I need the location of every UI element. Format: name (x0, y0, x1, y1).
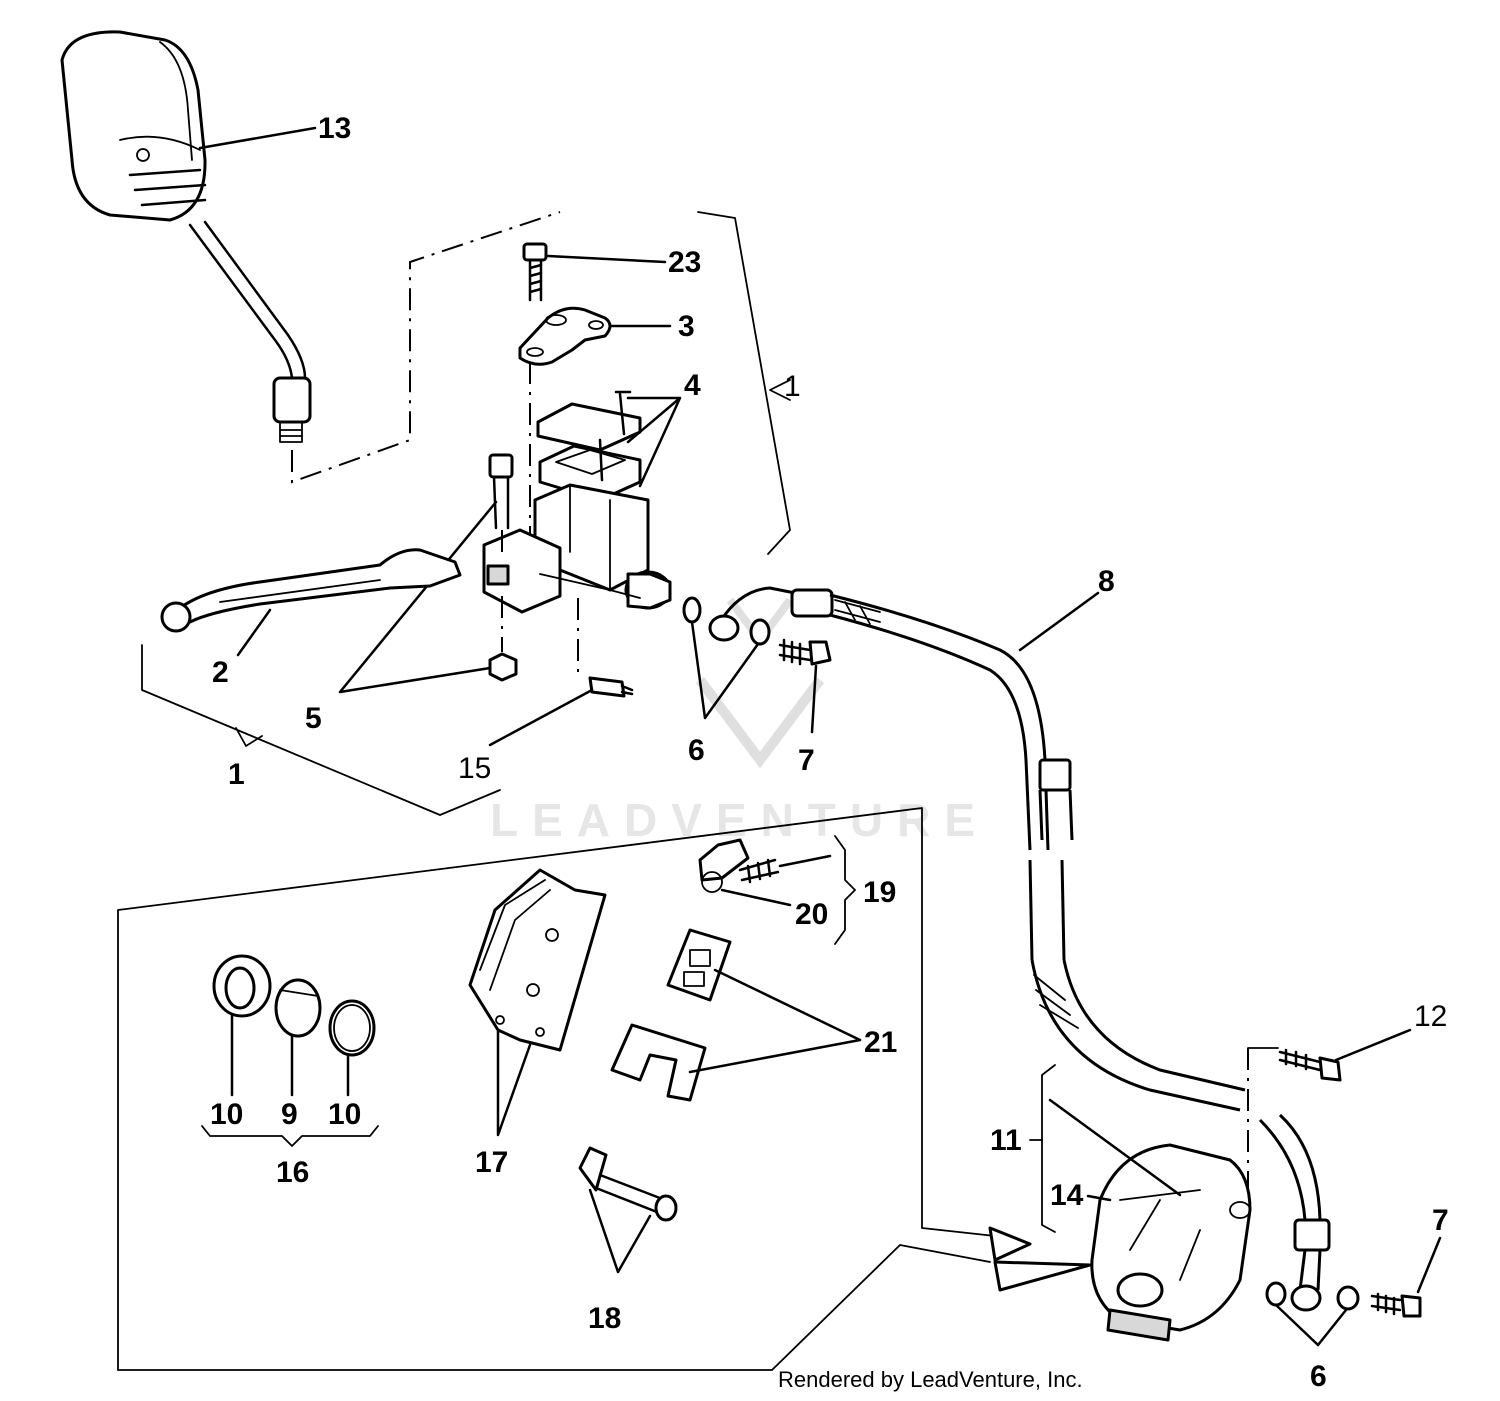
master-cylinder (482, 483, 672, 614)
watermark-text: LEADVENTURE (490, 794, 989, 846)
callout-1-left: 1 (228, 758, 245, 791)
pad-spring (666, 928, 732, 1002)
callout-7-bottom: 7 (1432, 1204, 1449, 1237)
callout-3: 3 (678, 310, 695, 343)
callout-6-top: 6 (688, 734, 705, 767)
bracket-16 (201, 1125, 379, 1147)
clamp-bolt (522, 242, 548, 302)
bracket-1-left (141, 644, 501, 816)
callout-2: 2 (212, 656, 229, 689)
leader-11 (1048, 1098, 1182, 1197)
bracket-1-left-tick (235, 727, 263, 747)
callout-8: 8 (1098, 565, 1115, 598)
upper-banjo-bolt (778, 638, 832, 666)
leader-5 (338, 500, 498, 694)
leaders-9-10 (230, 1012, 350, 1097)
leader-8 (1018, 591, 1100, 652)
callout-12: 12 (1414, 1000, 1447, 1033)
leader-2 (236, 608, 272, 657)
bracket-11 (1041, 1064, 1056, 1233)
leader-17 (496, 1028, 532, 1137)
leader-6-bottom (1274, 1303, 1348, 1347)
brake-pads (468, 868, 607, 1052)
lower-banjo-bolt (1370, 1292, 1422, 1318)
piston (274, 978, 322, 1038)
upper-banjo-fitting (708, 586, 834, 642)
brake-hose (829, 593, 1331, 1252)
callout-18: 18 (588, 1302, 621, 1335)
piston-seal-outer (212, 954, 272, 1018)
callout-14: 14 (1050, 1179, 1084, 1212)
brake-caliper (1090, 1143, 1252, 1342)
bracket-1-right (697, 211, 791, 555)
leader-6-top (690, 620, 760, 720)
callout-23: 23 (668, 246, 701, 279)
callout-10-left: 10 (210, 1098, 243, 1131)
leader-15 (488, 688, 594, 747)
leader-14 (1086, 1194, 1112, 1202)
frame-arrow-lower (993, 1260, 1092, 1292)
bleeder-valve (738, 858, 780, 884)
bleeder-cap (698, 838, 750, 893)
callout-15: 15 (458, 752, 491, 785)
callout-13: 13 (318, 112, 351, 145)
leader-21 (688, 968, 862, 1074)
callout-9: 9 (281, 1098, 298, 1131)
pad-pin (578, 1146, 678, 1222)
leader-12 (1334, 1028, 1412, 1062)
dust-seal (328, 999, 376, 1057)
leader-19 (778, 854, 832, 868)
caliper-kit-frame-bottom (117, 1244, 991, 1371)
render-credit: Rendered by LeadVenture, Inc. (778, 1367, 1083, 1392)
caliper-bolt (1278, 1048, 1342, 1082)
callout-10-right: 10 (328, 1098, 361, 1131)
brake-switch (588, 676, 634, 698)
leader-23 (546, 254, 667, 264)
lower-banjo-fitting (1290, 1249, 1322, 1312)
mirror (60, 30, 312, 443)
pad-retainer (610, 1023, 707, 1102)
reservoir-cap (536, 390, 642, 502)
callout-19: 19 (863, 876, 896, 909)
leader-20 (720, 888, 792, 907)
leader-18 (588, 1188, 652, 1274)
callout-1-right: 1 (784, 370, 801, 403)
callout-17: 17 (475, 1146, 508, 1179)
callout-4: 4 (684, 369, 701, 402)
pivot-nut (488, 652, 518, 682)
leader-4 (626, 396, 682, 488)
brake-lever (160, 548, 462, 633)
leader-13 (198, 126, 317, 150)
leader-7-bottom (1416, 1236, 1442, 1294)
callout-7-top: 7 (798, 744, 815, 777)
handlebar-clamp (518, 306, 612, 366)
pivot-bolt (488, 453, 514, 530)
callout-16: 16 (276, 1156, 309, 1189)
callout-11: 11 (990, 1124, 1022, 1157)
callout-20: 20 (795, 898, 828, 931)
caliper-kit-frame (117, 807, 996, 1371)
mirror-guide-line (291, 211, 561, 484)
callout-21: 21 (864, 1026, 897, 1059)
callout-5: 5 (305, 702, 322, 735)
bracket-19 (834, 835, 856, 945)
leader-7-top (810, 664, 818, 734)
callout-6-bottom: 6 (1310, 1360, 1327, 1393)
bracket-1-right-tick (769, 379, 791, 401)
frame-arrow-upper (988, 1226, 1032, 1262)
